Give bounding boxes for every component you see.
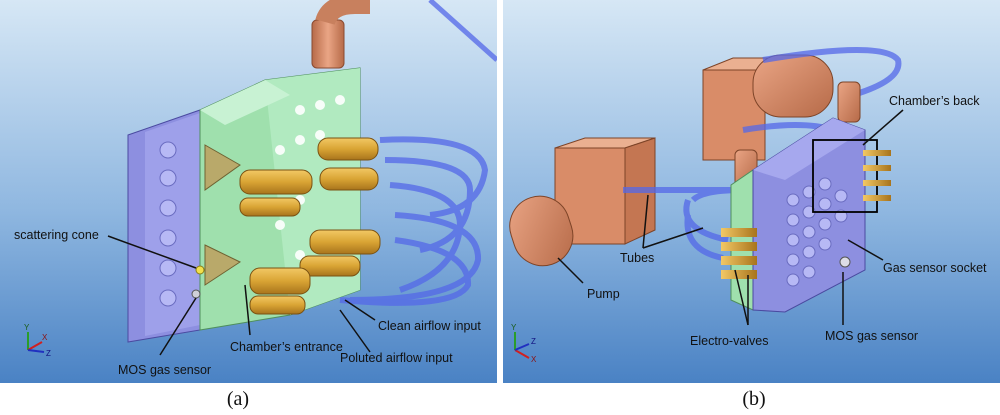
brass-connectors — [721, 150, 891, 279]
copper-elbow — [311, 0, 370, 69]
scattering-cone-upper — [204, 144, 241, 191]
chambers-back-outline — [812, 139, 878, 213]
label-mos-gas-sensor-b: MOS gas sensor — [825, 329, 918, 343]
panel-b: Chamber’s back Tubes Pump Gas sensor soc… — [503, 0, 1000, 383]
panel-a-illustration: scattering cone MOS gas sensor Chamber’s… — [0, 0, 497, 383]
pointer-lines-b — [557, 109, 904, 326]
top-pump — [702, 54, 834, 161]
label-gas-sensor-socket: Gas sensor socket — [883, 261, 987, 275]
axis-x-label: X — [42, 333, 48, 342]
label-poluted-airflow-input: Poluted airflow input — [340, 351, 453, 365]
axis-triad: Y X Z — [24, 323, 51, 358]
brass-valves — [239, 137, 381, 315]
blue-plate — [127, 109, 201, 343]
axis-x-label-b: X — [531, 355, 537, 364]
caption-a: (a) — [226, 388, 250, 410]
label-clean-airflow-input: Clean airflow input — [378, 319, 481, 333]
pump — [509, 137, 656, 267]
panel-b-illustration: Chamber’s back Tubes Pump Gas sensor soc… — [503, 0, 1000, 383]
cone-tip — [195, 265, 205, 275]
panel-a: scattering cone MOS gas sensor Chamber’s… — [0, 0, 497, 383]
axis-y-label-b: Y — [511, 323, 517, 332]
label-pump: Pump — [587, 287, 620, 301]
axis-z-label-b: Z — [531, 337, 536, 346]
label-mos-gas-sensor: MOS gas sensor — [118, 363, 211, 377]
axis-z-label: Z — [46, 349, 51, 358]
axis-triad-b: Y X Z — [511, 323, 537, 364]
copper-elbow-b — [837, 81, 861, 123]
blue-chamber-block — [752, 117, 866, 313]
label-electro-valves: Electro-valves — [690, 334, 769, 348]
caption-b: (b) — [742, 388, 766, 410]
label-scattering-cone: scattering cone — [14, 228, 99, 242]
axis-y-label: Y — [24, 323, 30, 332]
pointer-lines — [107, 235, 376, 356]
green-plate-b — [730, 169, 754, 311]
label-tubes: Tubes — [620, 251, 654, 265]
tube — [428, 0, 497, 62]
label-chambers-back: Chamber’s back — [889, 94, 980, 108]
mos-sensor-dot — [191, 289, 201, 299]
label-chambers-entrance: Chamber’s entrance — [230, 340, 343, 354]
scattering-cone-lower — [204, 244, 242, 286]
tubes-bundle — [339, 136, 489, 306]
